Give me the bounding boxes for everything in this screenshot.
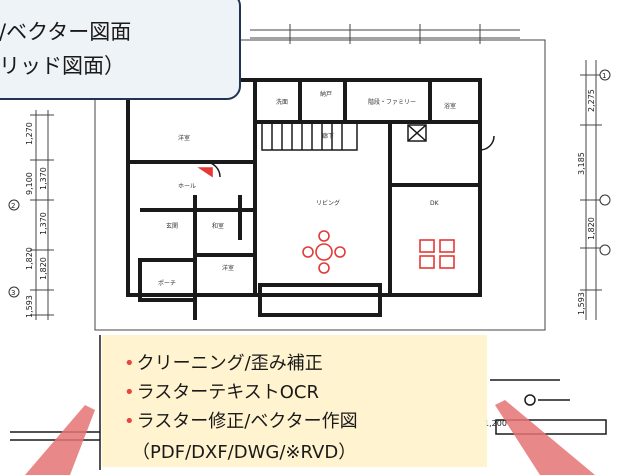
feature-formats: （PDF/DXF/DWG/※RVD）	[132, 442, 357, 463]
dim-left-4: 1,370	[39, 212, 48, 235]
room-label: 廊下	[322, 132, 334, 140]
feature-label: ラスターテキストOCR	[136, 382, 319, 403]
dim-left-7: 1,593	[25, 295, 34, 318]
grid-marker-1: 1	[602, 72, 606, 80]
bullet-icon: •	[124, 382, 135, 403]
dim-left-6: 1,820	[39, 257, 48, 280]
room-label: 洋室	[222, 264, 234, 272]
feature-item: •ラスター修正/ベクター作図	[124, 407, 358, 433]
room-label: 洋室	[178, 134, 190, 142]
feature-item: •ラスターテキストOCR	[124, 378, 319, 404]
feature-item: •クリーニング/歪み補正	[124, 349, 323, 375]
grid-marker-3: 3	[11, 289, 15, 297]
feature-label: クリーニング/歪み補正	[136, 353, 323, 374]
bullet-icon: •	[124, 353, 135, 374]
room-label: 玄関	[166, 222, 178, 230]
bullet-icon: •	[124, 411, 135, 432]
dim-right-1: 2,275	[587, 89, 596, 112]
dim-right-3: 1,820	[587, 217, 596, 240]
room-label: 洗面	[276, 98, 288, 106]
room-label: 和室	[212, 222, 224, 230]
dim-left-2: 9,100	[25, 172, 34, 195]
drawing-type-callout: ー/ベクター図面 ブリッド図面）	[0, 0, 241, 100]
callout-line-1: ー/ベクター図面	[0, 20, 132, 44]
dim-left-1: 1,270	[25, 122, 34, 145]
features-panel: •クリーニング/歪み補正 •ラスターテキストOCR •ラスター修正/ベクター作図…	[102, 335, 487, 467]
dim-right-4: 1,593	[577, 292, 586, 315]
room-label: ホール	[178, 183, 196, 190]
grid-marker-2: 2	[11, 202, 15, 210]
room-label: リビング	[316, 199, 340, 207]
room-label: DK	[430, 200, 440, 207]
feature-label: ラスター修正/ベクター作図	[136, 411, 358, 432]
dim-left-3: 1,370	[39, 167, 48, 190]
room-label: 階段・ファミリー	[368, 98, 416, 106]
callout-line-2: ブリッド図面）	[0, 54, 125, 78]
dim-right-2: 3,185	[577, 152, 586, 175]
room-label: ポーチ	[158, 279, 176, 287]
room-label: 納戸	[320, 90, 332, 98]
room-label: 浴室	[444, 102, 456, 110]
dim-bottom: 1,200	[484, 419, 507, 428]
dim-left-5: 1,820	[25, 247, 34, 270]
